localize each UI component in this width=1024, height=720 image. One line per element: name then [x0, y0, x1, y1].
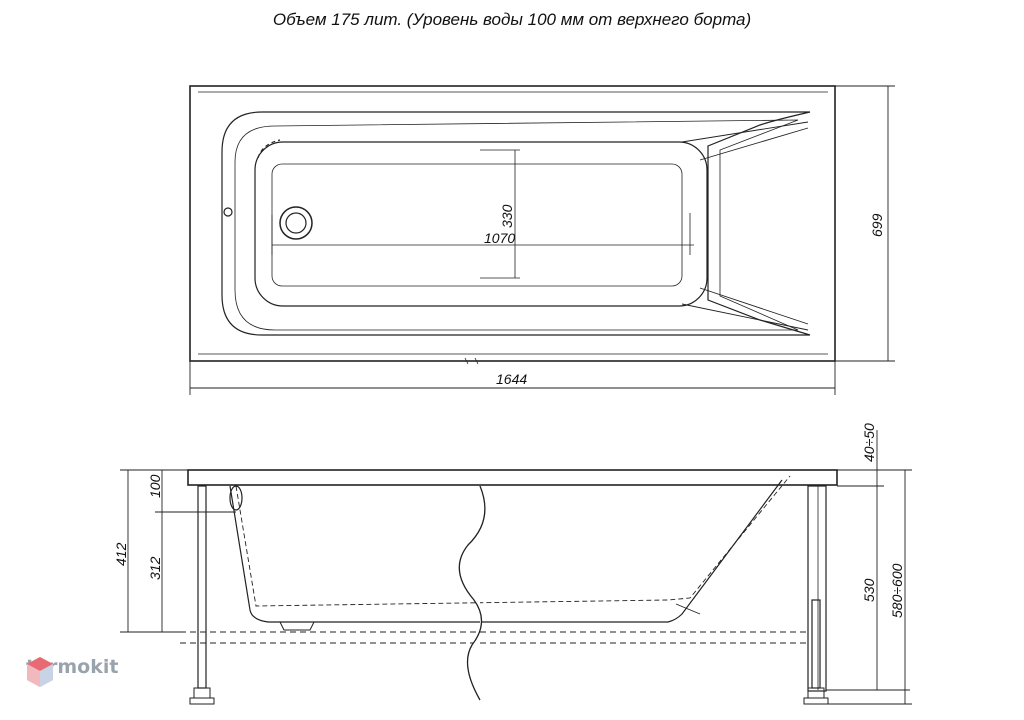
drawing-title: Объем 175 лит. (Уровень воды 100 мм от в…: [272, 10, 752, 29]
tub-bottom: [254, 141, 708, 307]
overflow-side-icon: [229, 485, 243, 511]
dim-inner-width: 330: [499, 204, 515, 228]
brand-logo: termokit: [26, 656, 118, 687]
tub-rim: [187, 469, 838, 486]
top-view: [189, 85, 895, 395]
dim-width: 699: [869, 213, 885, 237]
leg-right: [811, 599, 821, 689]
tub-outer-rim: [189, 85, 836, 362]
overflow-icon: [223, 207, 233, 217]
dim-body-height: 530: [861, 578, 877, 602]
dim-length: 1644: [496, 371, 527, 387]
dim-total-height: 580÷600: [889, 563, 905, 618]
dim-depth-water: 312: [147, 556, 163, 580]
break-line: [458, 485, 486, 701]
tub-bowl-outline: [221, 111, 811, 336]
leg-left: [197, 485, 207, 689]
front-panel: [807, 485, 827, 692]
side-view: [120, 430, 912, 705]
dim-inner-length: 1070: [484, 230, 515, 246]
dim-water-level: 100: [147, 474, 163, 498]
tub-profile: [229, 479, 783, 623]
hexagon-cube-icon: [27, 657, 53, 687]
drain-icon: [279, 206, 313, 240]
dim-depth-total: 412: [113, 542, 129, 566]
dim-rim-height: 40÷50: [861, 423, 877, 462]
